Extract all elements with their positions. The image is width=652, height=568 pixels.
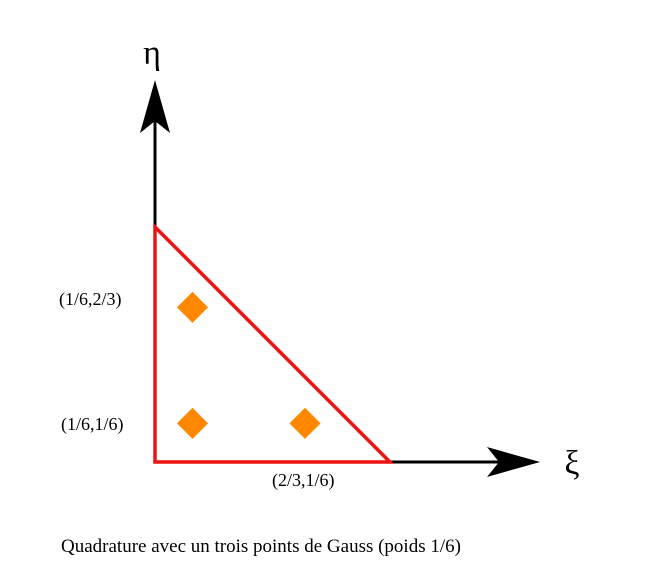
gauss-point-1-label: (1/6,2/3) (59, 289, 122, 310)
xi-axis-label: ξ (564, 445, 579, 482)
reference-triangle (153, 222, 395, 464)
eta-axis-arrowhead (140, 80, 170, 133)
gauss-point-2-label: (1/6,1/6) (61, 414, 124, 435)
eta-axis-label: η (143, 35, 161, 72)
figure-caption: Quadrature avec un trois points de Gauss… (61, 536, 461, 557)
gauss-point-3-label: (2/3,1/6) (272, 470, 335, 491)
gauss-point-1 (176, 291, 209, 323)
gauss-point-3 (289, 407, 321, 439)
gauss-points (176, 291, 321, 439)
gauss-point-2 (176, 407, 209, 439)
xi-axis-arrowhead (487, 447, 540, 477)
